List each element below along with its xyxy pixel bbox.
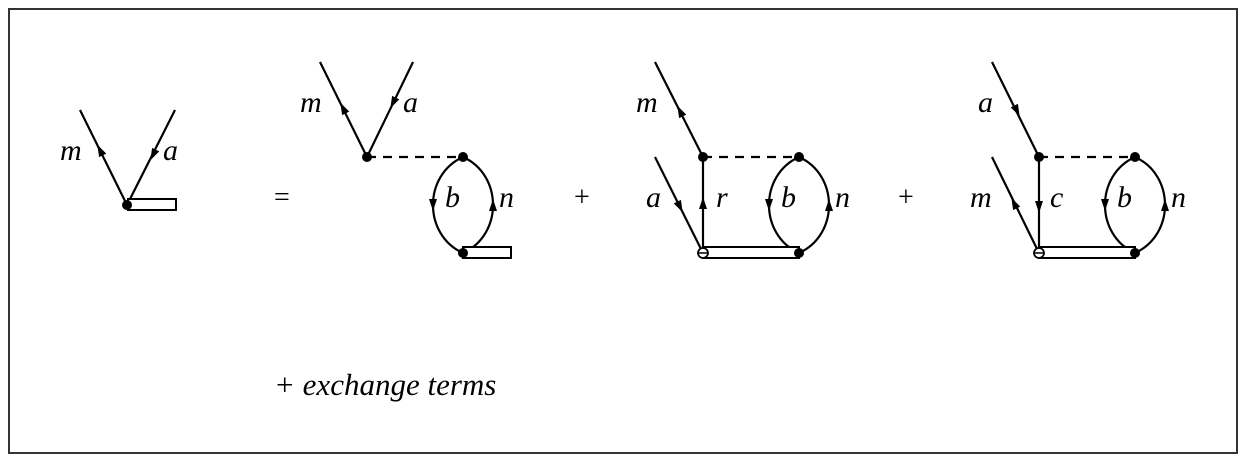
term2-label-n: n: [835, 181, 850, 214]
term1-label-n: n: [499, 181, 514, 214]
term3-label-m: m: [970, 181, 992, 214]
term2-label-b: b: [781, 181, 796, 214]
term2-vertex-2: [794, 152, 804, 162]
term2-arrow-b: [765, 199, 773, 211]
plus-sign-2: +: [898, 182, 914, 213]
term3-vertex-2: [1130, 152, 1140, 162]
term1-operator-box: [462, 246, 512, 259]
term2-arrow-a: [673, 199, 687, 215]
term2-label-r: r: [716, 181, 728, 214]
term2-loop-right: [798, 155, 830, 255]
diagram-frame: [8, 8, 1238, 454]
term2-vertex-3: [794, 248, 804, 258]
lhs-vertex: [122, 200, 132, 210]
term3-operator-box: [1038, 246, 1136, 259]
term1-arrow-a: [386, 95, 400, 111]
term1-vertex-3: [458, 248, 468, 258]
term3-arrow-c: [1035, 201, 1043, 213]
term2-arrow-r: [699, 197, 707, 209]
lhs-arrow-m: [93, 142, 107, 158]
term2-label-m: m: [636, 86, 658, 119]
term3-loop-right: [1134, 155, 1166, 255]
term2-diagram: m a r b n: [636, 61, 850, 259]
term2-arrow-n: [825, 199, 833, 211]
term3-label-a: a: [978, 86, 993, 119]
term2-operator-box: [702, 246, 800, 259]
lhs-operator-box: [127, 198, 177, 211]
lhs-label-a: a: [163, 134, 178, 167]
term1-diagram: m a b n: [300, 61, 514, 259]
term1-label-m: m: [300, 86, 322, 119]
term3-label-b: b: [1117, 181, 1132, 214]
term3-arrow-m: [1007, 195, 1021, 211]
term2-arrow-m: [673, 103, 687, 119]
term1-label-a: a: [403, 86, 418, 119]
term3-vertex-1: [1034, 152, 1044, 162]
lhs-diagram: m a: [60, 109, 178, 211]
term1-arrow-n: [489, 199, 497, 211]
lhs-label-m: m: [60, 134, 82, 167]
term3-arrow-b: [1101, 199, 1109, 211]
term1-loop-right: [462, 155, 494, 255]
term1-line-a: [366, 61, 414, 158]
plus-sign-1: +: [574, 182, 590, 213]
exchange-terms-caption: + exchange terms: [274, 367, 496, 402]
term1-vertex-1: [362, 152, 372, 162]
term3-vertex-3: [1130, 248, 1140, 258]
term1-vertex-2: [458, 152, 468, 162]
term1-label-b: b: [445, 181, 460, 214]
term2-label-a: a: [646, 181, 661, 214]
term3-label-c: c: [1050, 181, 1063, 214]
term3-arrow-n: [1161, 199, 1169, 211]
term2-vertex-1: [698, 152, 708, 162]
term3-label-n: n: [1171, 181, 1186, 214]
term1-arrow-m: [336, 100, 350, 116]
term1-arrow-b: [429, 199, 437, 211]
lhs-line-m: [79, 109, 128, 206]
equals-sign: =: [274, 182, 290, 213]
term3-diagram: a m c b n: [970, 61, 1186, 259]
